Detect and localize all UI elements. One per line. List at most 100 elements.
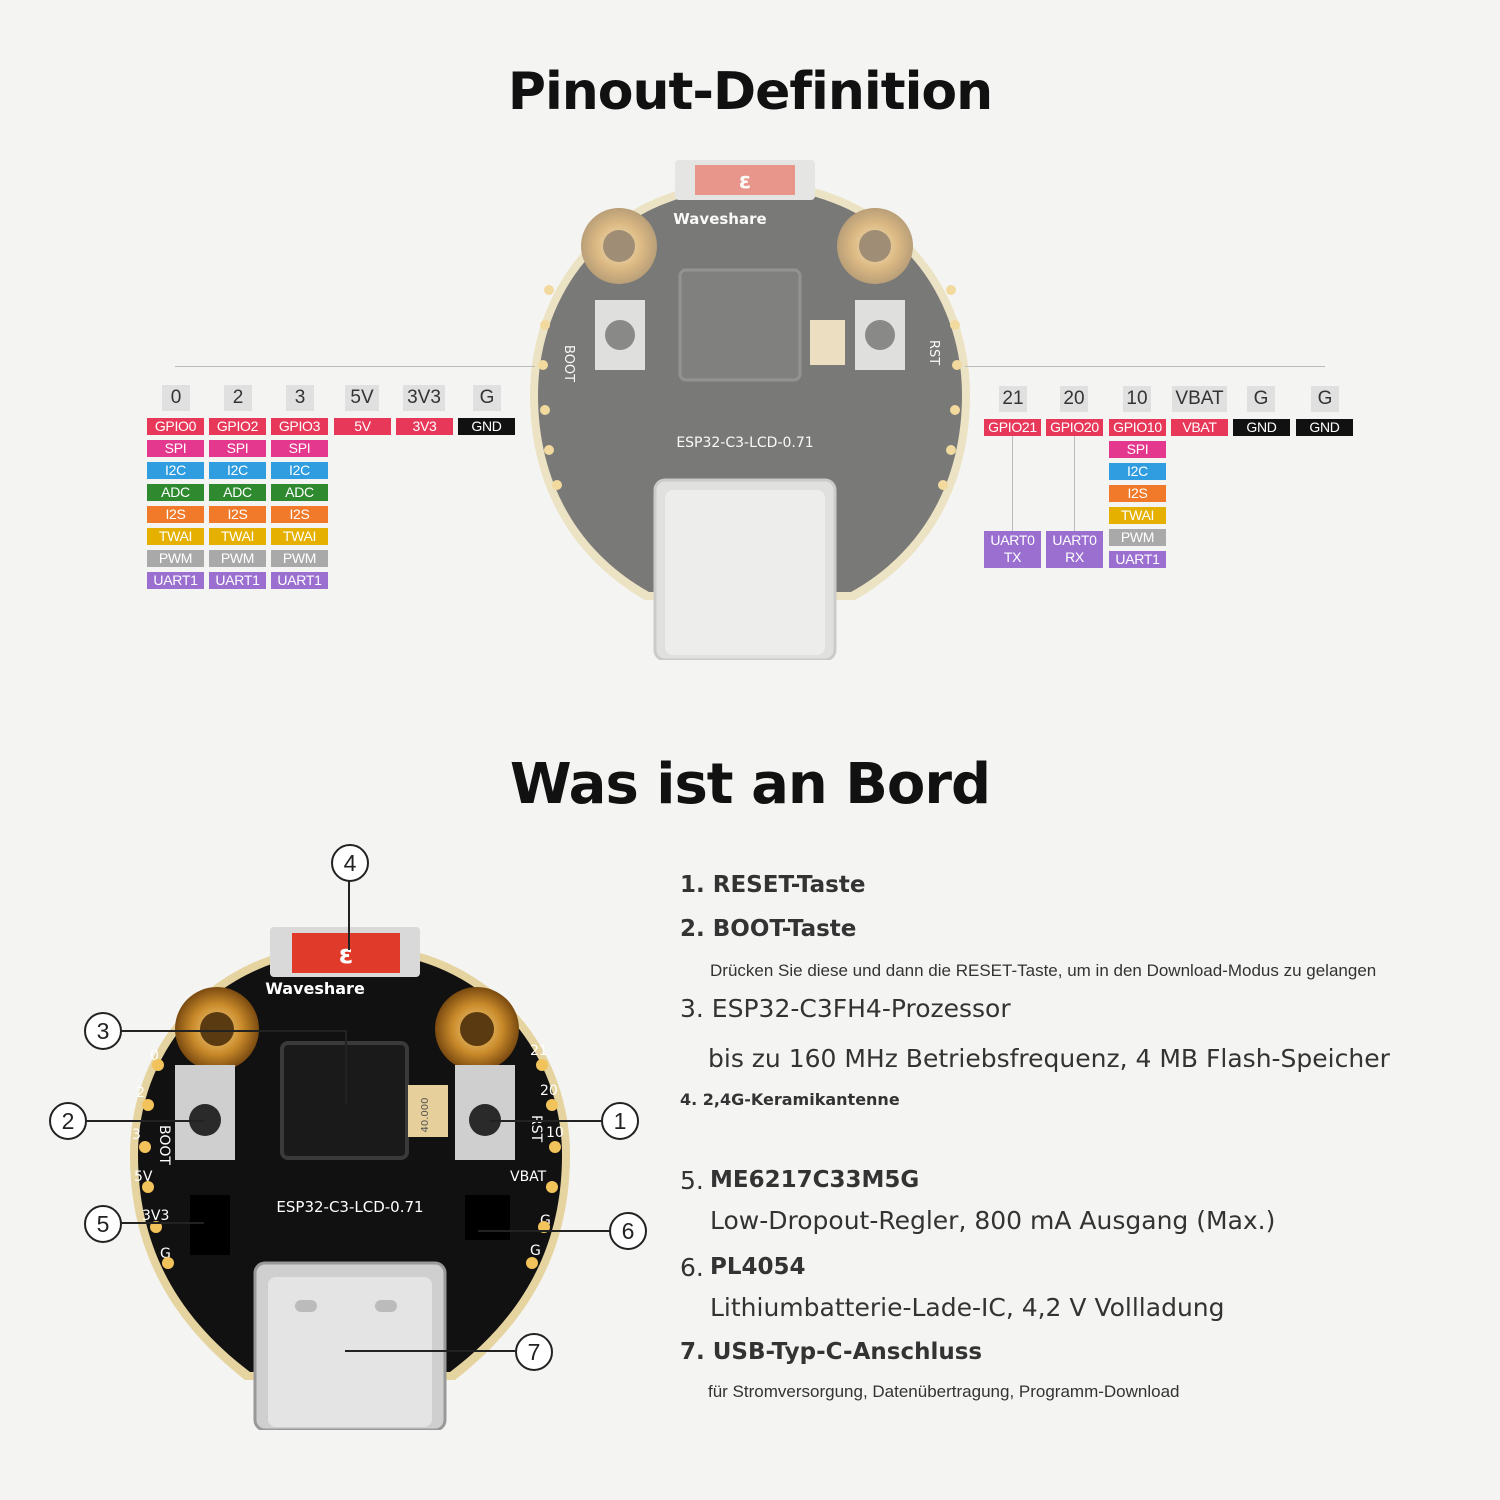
pin-tag: I2S [271, 506, 328, 523]
callout-6: 6 [609, 1212, 647, 1250]
callout-line-3 [119, 1030, 345, 1032]
svg-text:5V: 5V [134, 1169, 153, 1185]
pin-tag: 3V3 [396, 418, 453, 435]
callout-line-5 [119, 1222, 204, 1224]
svg-text:G: G [160, 1246, 171, 1262]
pin-bus-line-left [175, 366, 535, 367]
pin-tag: ADC [147, 484, 204, 501]
svg-text:ε: ε [339, 940, 353, 970]
item-6-number: 6. [680, 1253, 704, 1282]
board-boot-label: BOOT [561, 345, 576, 382]
pin-tag: SPI [209, 440, 266, 457]
pin-header-right-g2: G [1311, 386, 1339, 412]
board-image-bottom: ε Waveshare 40.000 ESP32-C3-LCD-0.71 BOO… [130, 927, 570, 1430]
pin-header-right-g1: G [1247, 386, 1275, 412]
pin-tag: UART1 [209, 572, 266, 589]
item-3-description: bis zu 160 MHz Betriebsfrequenz, 4 MB Fl… [708, 1044, 1390, 1073]
item-5-number: 5. [680, 1166, 704, 1195]
callout-2: 2 [49, 1102, 87, 1140]
onboard-title: Was ist an Bord [509, 752, 991, 817]
board-rst-label: RST [926, 340, 941, 365]
board-image-top: ε Waveshare ESP32-C3-LCD-0.71 BOOT RST [530, 160, 970, 660]
pin-tag: I2C [147, 462, 204, 479]
pin-tag: UART1 [147, 572, 204, 589]
item-3-heading: 3. ESP32-C3FH4-Prozessor [680, 994, 1011, 1023]
pin-tag: UART1 [271, 572, 328, 589]
callout-line-1 [490, 1120, 602, 1122]
callout-line-4 [348, 878, 350, 950]
item-6-heading: PL4054 [710, 1254, 806, 1280]
svg-text:VBAT: VBAT [510, 1169, 547, 1185]
pin-tag: SPI [1109, 441, 1166, 458]
pin-tag: TWAI [209, 528, 266, 545]
pin-tag: GND [458, 418, 515, 435]
svg-text:3: 3 [132, 1127, 141, 1143]
pin-tag: PWM [147, 550, 204, 567]
pin-header-left-3: 3 [286, 385, 314, 411]
pin-tag: SPI [271, 440, 328, 457]
pin-tag: I2S [147, 506, 204, 523]
svg-text:ε: ε [739, 169, 751, 194]
pin-header-left-5v: 5V [345, 385, 379, 411]
item-1-heading: 1. RESET-Taste [680, 872, 866, 898]
pin-header-left-g: G [473, 385, 501, 411]
callout-line-2 [84, 1120, 204, 1122]
pin-tag: GPIO0 [147, 418, 204, 435]
pin-tag: 5V [334, 418, 391, 435]
pin-tag: TWAI [147, 528, 204, 545]
item-4-heading: 4. 2,4G-Keramikantenne [680, 1090, 900, 1109]
svg-text:20: 20 [540, 1083, 558, 1099]
pin-tag: GPIO21 [984, 419, 1041, 436]
pinout-title: Pinout-Definition [507, 62, 993, 122]
callout-line-3b [345, 1030, 347, 1105]
callout-line-6 [478, 1230, 610, 1232]
pin-tag: SPI [147, 440, 204, 457]
pin-header-right-20: 20 [1060, 386, 1088, 412]
item-2-description: Drücken Sie diese und dann die RESET-Tas… [710, 961, 1377, 980]
pin-tag: PWM [209, 550, 266, 567]
board-model: ESP32-C3-LCD-0.71 [276, 1198, 423, 1216]
pin-tag: I2S [1109, 485, 1166, 502]
item-2-heading: 2. BOOT-Taste [680, 916, 857, 942]
pin-tag: GPIO20 [1046, 419, 1103, 436]
svg-text:3V3: 3V3 [142, 1208, 169, 1224]
item-7-description: für Stromversorgung, Datenübertragung, P… [708, 1382, 1180, 1401]
uart-tx-line [1012, 435, 1013, 531]
crystal-text: 40.000 [420, 1098, 431, 1133]
svg-text:0: 0 [150, 1048, 159, 1064]
pin-header-left-0: 0 [162, 385, 190, 411]
svg-text:2: 2 [136, 1085, 145, 1101]
pin-header-right-10: 10 [1123, 386, 1151, 412]
pin-tag: I2C [1109, 463, 1166, 480]
svg-text:G: G [530, 1243, 541, 1259]
item-5-heading: ME6217C33M5G [710, 1167, 920, 1193]
pin-tag: I2C [209, 462, 266, 479]
callout-7: 7 [515, 1333, 553, 1371]
board-brand: Waveshare [673, 210, 766, 228]
board-boot-label: BOOT [156, 1125, 172, 1165]
item-6-description: Lithiumbatterie-Lade-IC, 4,2 V Vollladun… [710, 1293, 1225, 1322]
board-brand: Waveshare [265, 979, 365, 998]
pin-tag: ADC [209, 484, 266, 501]
pin-tag: I2C [271, 462, 328, 479]
board-model: ESP32-C3-LCD-0.71 [676, 435, 813, 451]
pin-tag: GND [1233, 419, 1290, 436]
pin-tag: ADC [271, 484, 328, 501]
item-5-description: Low-Dropout-Regler, 800 mA Ausgang (Max.… [710, 1206, 1276, 1235]
svg-text:10: 10 [546, 1125, 564, 1141]
pin-header-right-21: 21 [999, 386, 1027, 412]
callout-4: 4 [331, 844, 369, 882]
pin-header-left-2: 2 [224, 385, 252, 411]
pin-tag: TWAI [271, 528, 328, 545]
pin-tag: GPIO2 [209, 418, 266, 435]
pin-tag: GPIO3 [271, 418, 328, 435]
pin-tag: GPIO10 [1109, 419, 1166, 436]
callout-5: 5 [84, 1205, 122, 1243]
pin-header-left-3v3: 3V3 [403, 385, 445, 411]
pin-tag: UART1 [1109, 551, 1166, 568]
svg-text:G: G [540, 1213, 551, 1229]
pin-tag: TWAI [1109, 507, 1166, 524]
pin-header-right-vbat: VBAT [1172, 386, 1227, 412]
